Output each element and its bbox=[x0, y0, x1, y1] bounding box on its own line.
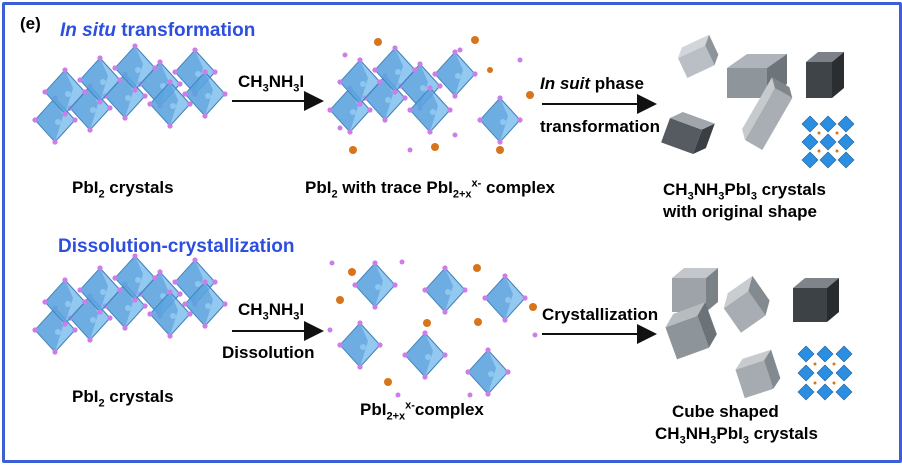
label-pbi2-crystals-bottom: PbI2 crystals bbox=[72, 387, 174, 410]
panel-label: (e) bbox=[20, 14, 41, 33]
arrow-top-2-label-line2: transformation bbox=[540, 117, 660, 136]
label-pbi2x-complex: PbI2+xx-complex bbox=[360, 399, 484, 423]
pbi2-crystal-top bbox=[31, 42, 229, 146]
pbi2-crystal-bottom bbox=[31, 252, 229, 356]
label-mapbi3-top-line1: CH3NH3PbI3 crystals bbox=[663, 180, 826, 203]
arrow-bottom-1-label-line1: CH3NH3I bbox=[238, 300, 305, 323]
arrow-top-2-label-line1: In suit phase bbox=[540, 74, 644, 93]
mapbi3-crystals-top bbox=[661, 34, 860, 169]
perovskite-lattice-bottom bbox=[797, 338, 859, 401]
pbi2-with-complex-top bbox=[326, 36, 534, 154]
section-title-italic: In situ bbox=[60, 20, 116, 41]
pbi2x-complex-bottom bbox=[327, 259, 538, 398]
arrow-top-1-label: CH3NH3I bbox=[238, 72, 305, 95]
section-title-rest: transformation bbox=[115, 20, 256, 41]
label-pbi2-trace-complex: PbI2 with trace PbI2+xx- complex bbox=[305, 177, 555, 201]
label-pbi2-crystals-top: PbI2 crystals bbox=[72, 178, 174, 201]
label-mapbi3-top-line2: with original shape bbox=[663, 202, 817, 221]
section-title-in-situ: In situ transformation bbox=[60, 20, 255, 42]
mapbi3-crystals-bottom bbox=[665, 268, 859, 401]
arrow-bottom-1-label-line2: Dissolution bbox=[222, 343, 315, 362]
label-cube-shaped-line1: Cube shaped bbox=[672, 402, 779, 421]
section-title-dissolution: Dissolution-crystallization bbox=[58, 236, 295, 257]
arrow-bottom-2-label: Crystallization bbox=[542, 305, 659, 324]
perovskite-lattice-top bbox=[801, 108, 860, 169]
label-cube-shaped-line2: CH3NH3PbI3 crystals bbox=[655, 424, 818, 447]
